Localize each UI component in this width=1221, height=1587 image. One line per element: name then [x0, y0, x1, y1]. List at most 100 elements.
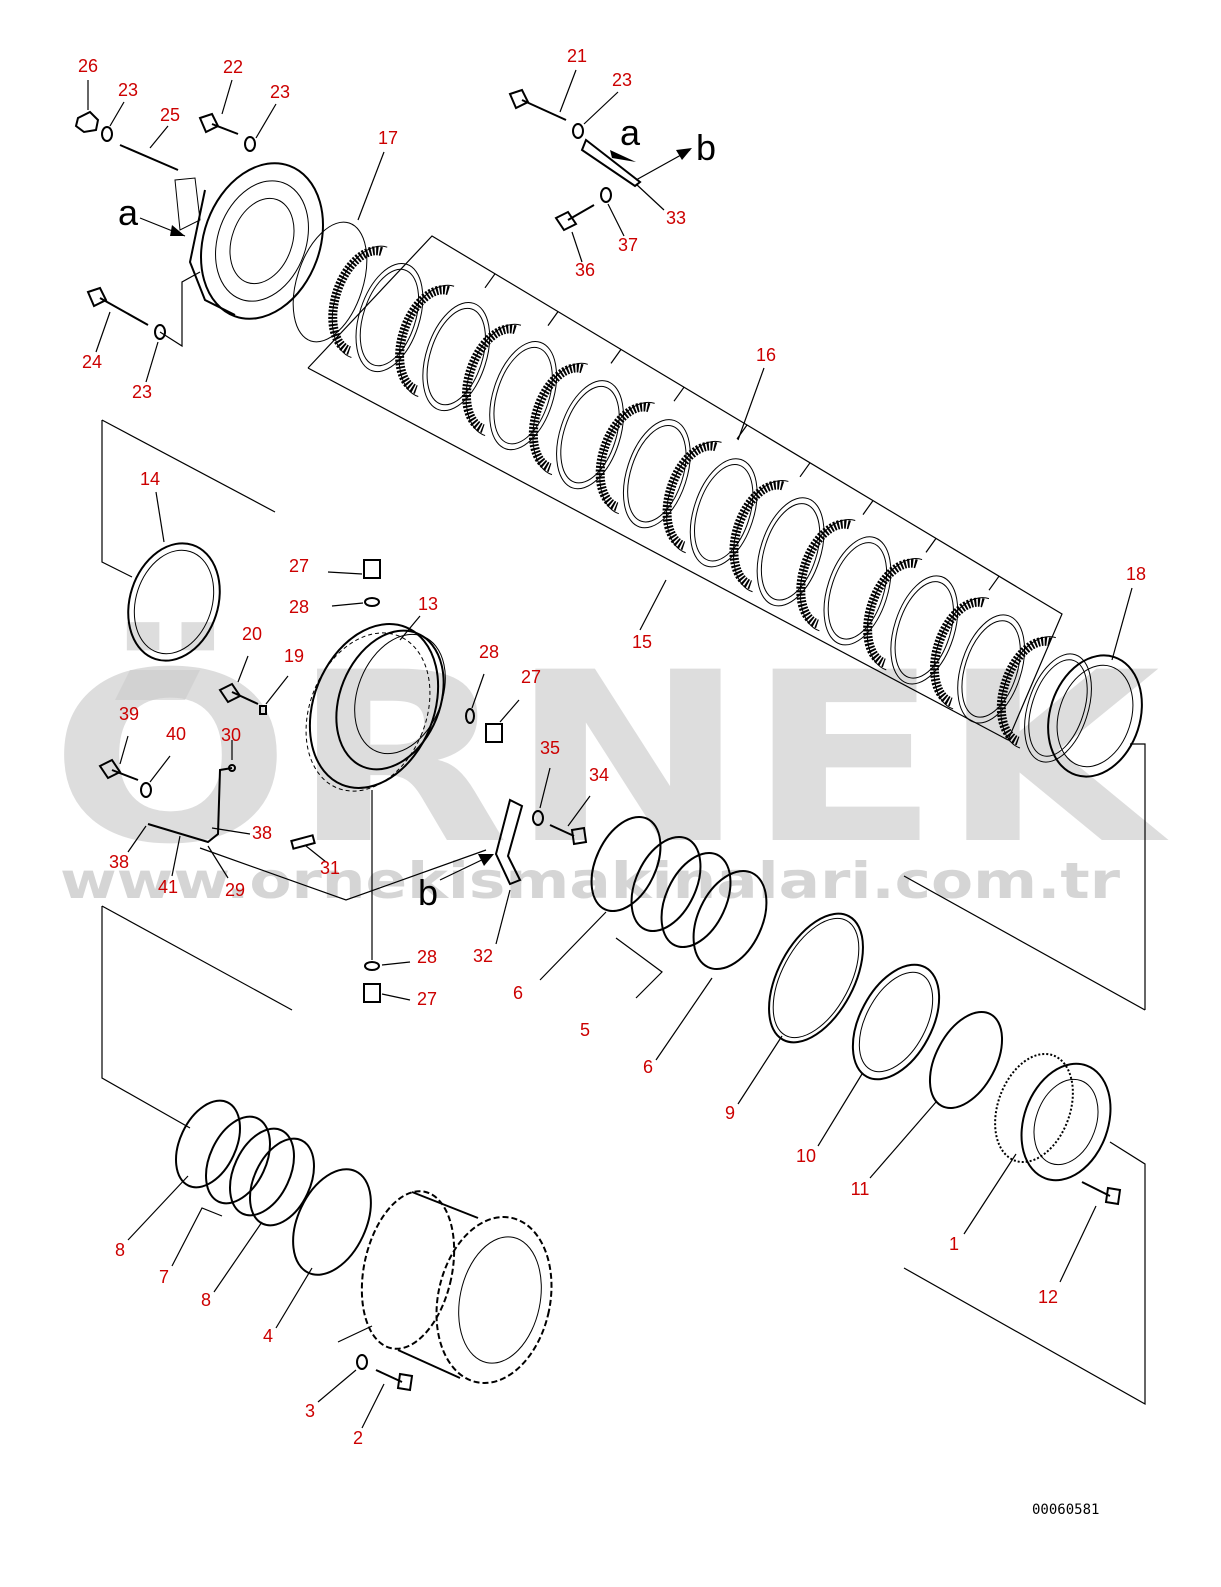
steel-plate: [756, 497, 825, 607]
carrier-leader: [337, 1325, 373, 1343]
plug-27-top: [327, 559, 381, 579]
part-label-22: 22: [223, 57, 243, 77]
bolt-21: [508, 88, 567, 121]
part-label-12: 12: [1038, 1287, 1058, 1307]
ring-8-b: [249, 1137, 315, 1227]
part-label-37: 37: [618, 235, 638, 255]
seals-5: [630, 835, 732, 949]
part-label-18: 18: [1126, 564, 1146, 584]
ring-8-a: [175, 1099, 241, 1189]
bolt-20: [218, 655, 259, 705]
leader-6b: [655, 977, 713, 1061]
part-label-23: 23: [270, 82, 290, 102]
view-arrow-b-bottom: b: [418, 854, 494, 913]
shim-14: [101, 419, 276, 662]
bolt-34: [549, 795, 591, 846]
part-label-9: 9: [725, 1103, 735, 1123]
part-label-29: 29: [225, 880, 245, 900]
part-label-27: 27: [417, 989, 437, 1009]
pack-separator: [610, 349, 622, 364]
watermark: ÖRNEK www.ornekismakinalari.com.tr: [50, 621, 1170, 910]
bolt-22: [198, 112, 239, 135]
part-label-15: 15: [632, 632, 652, 652]
part-label-11: 11: [851, 1179, 870, 1199]
plate-18: [1047, 654, 1143, 778]
leader-8a: [127, 1175, 189, 1241]
part-label-28: 28: [289, 597, 309, 617]
view-arrow-a-left: a: [118, 192, 186, 237]
part-label-23: 23: [118, 80, 138, 100]
ring-9: [737, 912, 864, 1105]
part-label-25: 25: [160, 105, 180, 125]
friction-disc: [662, 440, 722, 554]
nut-26: [74, 110, 100, 134]
plate-17: [292, 221, 368, 343]
part-label-16: 16: [756, 345, 776, 365]
part-label-27: 27: [289, 556, 309, 576]
o-ring-28-mid: [465, 673, 485, 724]
part-label-7: 7: [159, 1267, 169, 1287]
friction-disc: [996, 636, 1056, 749]
steel-plate: [556, 380, 624, 490]
carrier-housing: [360, 1190, 553, 1384]
part-label-36: 36: [575, 260, 595, 280]
part-label-19: 19: [284, 646, 304, 666]
part-label-27: 27: [521, 667, 541, 687]
view-marker-b-top: b: [696, 127, 716, 168]
disc-pack: [292, 221, 1146, 1010]
part-label-14: 14: [140, 469, 160, 489]
steel-plate: [890, 575, 959, 685]
hub-outline: [903, 1141, 1146, 1406]
pack-separator: [484, 273, 496, 289]
ring-11: [869, 1010, 1004, 1179]
document-number: 00060581: [1032, 1502, 1099, 1518]
leader-8b: [213, 1221, 263, 1293]
friction-disc: [328, 245, 388, 358]
lower-bracket: [101, 906, 191, 1129]
part-label-23: 23: [132, 382, 152, 402]
upper-outline: [903, 875, 1146, 1011]
lower-bracket-top: [101, 905, 293, 1011]
steel-plate: [689, 458, 758, 568]
washer-40: [140, 755, 171, 798]
watermark-brand: ÖRNEK: [50, 621, 1170, 896]
part-label-4: 4: [263, 1326, 273, 1346]
seal-6-a: [590, 815, 662, 913]
part-label-38: 38: [109, 852, 129, 872]
plate-33: [580, 138, 642, 188]
part-label-33: 33: [666, 208, 686, 228]
part-label-41: 41: [158, 877, 178, 897]
washer-23: [101, 123, 612, 340]
seal-4: [275, 1168, 372, 1329]
steel-plate: [823, 536, 892, 646]
view-arrow-a-right: a: [610, 112, 641, 162]
hub-1: [963, 1052, 1112, 1235]
o-ring-28-bottom: [364, 961, 411, 971]
part-label-20: 20: [242, 624, 262, 644]
part-label-30: 30: [221, 725, 241, 745]
pack-separator: [988, 575, 1000, 591]
part-label-8: 8: [115, 1240, 125, 1260]
part-label-17: 17: [378, 128, 398, 148]
washer-3: [317, 1354, 368, 1403]
ring-10: [817, 963, 941, 1147]
bolt-36: [554, 204, 595, 232]
part-label-38: 38: [252, 823, 272, 843]
part-label-24: 24: [82, 352, 102, 372]
friction-disc: [930, 597, 990, 710]
part-label-28: 28: [417, 947, 437, 967]
part-label-32: 32: [473, 946, 493, 966]
watermark-logo-mark: [115, 670, 200, 700]
seal-6-b: [692, 869, 768, 971]
part-label-3: 3: [305, 1401, 315, 1421]
part-label-31: 31: [320, 858, 340, 878]
drum-13: [305, 623, 446, 792]
part-label-35: 35: [540, 738, 560, 758]
part-label-21: 21: [567, 46, 587, 66]
pack-separator: [547, 311, 559, 326]
friction-disc: [729, 479, 789, 593]
leader-5: [615, 937, 663, 999]
friction-disc: [863, 558, 923, 671]
watermark-url: www.ornekismakinalari.com.tr: [60, 852, 1120, 910]
part-label-6: 6: [513, 983, 523, 1003]
